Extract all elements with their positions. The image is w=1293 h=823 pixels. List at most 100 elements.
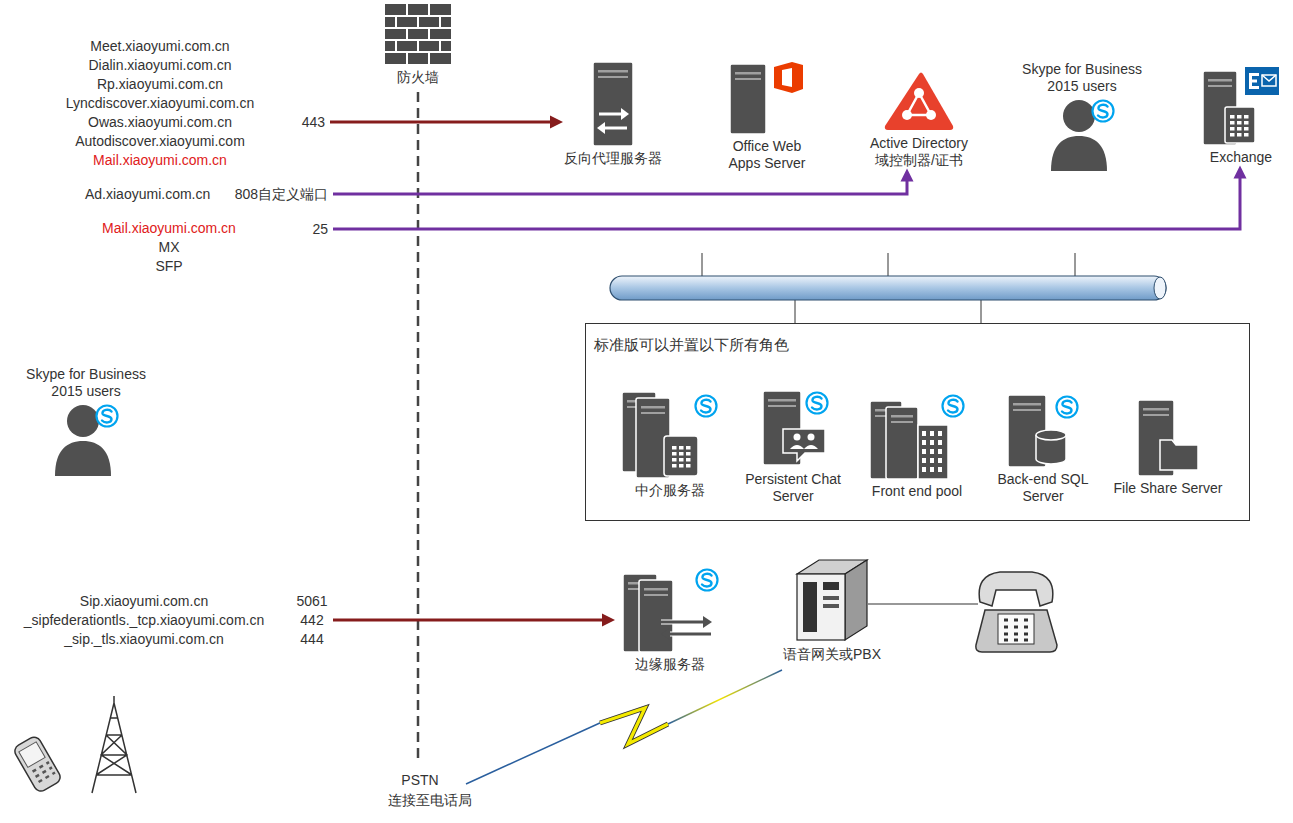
edge-server-icon xyxy=(697,569,718,590)
connector-line xyxy=(333,176,1240,230)
mediation-server-icon xyxy=(672,458,677,462)
user-figure-icon xyxy=(55,441,111,476)
edge-server-icon xyxy=(639,580,673,652)
user-figure-icon xyxy=(97,405,118,426)
mediation-server-icon xyxy=(686,464,691,468)
arrow-head xyxy=(1234,166,1247,179)
exchange-server-icon xyxy=(1249,73,1259,76)
network-bus xyxy=(610,276,1166,300)
port-number: 5061 xyxy=(292,592,332,611)
exchange-server-icon xyxy=(1230,127,1235,131)
sql-server-icon xyxy=(1062,401,1072,414)
front-end-pool-icon xyxy=(938,431,942,436)
edge-server-icon xyxy=(661,619,705,624)
user-figure: Skype for Business 2015 users xyxy=(16,366,156,480)
port-number: 442 xyxy=(292,611,332,630)
node-label: Active Directory 域控制器/证书 xyxy=(865,135,973,169)
node-label: 反向代理服务器 xyxy=(563,150,663,167)
active-directory: Active Directory 域控制器/证书 xyxy=(865,71,973,169)
user-figure-icon xyxy=(1051,136,1107,171)
pstn-lightning xyxy=(600,708,668,744)
voice-gateway-icon xyxy=(845,560,867,640)
node-label: MX xyxy=(60,238,278,257)
front-end-pool-icon xyxy=(930,449,934,454)
exchange-server-icon xyxy=(1237,127,1242,131)
connector xyxy=(333,166,1247,230)
node-label: Office Web Apps Server xyxy=(720,138,814,172)
file-share-server-icon xyxy=(1143,414,1169,416)
phone-wire xyxy=(868,603,978,604)
sql-server-icon xyxy=(1013,403,1041,406)
node-label: _sip._tls.xiaoyumi.com.cn xyxy=(10,630,278,649)
role-group-box: 标准版可以并置以下所有角色中介服务器Persistent Chat Server… xyxy=(585,323,1250,521)
mediation-server-icon xyxy=(696,396,717,417)
office-web-apps-server-icon xyxy=(730,62,804,134)
desk-phone xyxy=(976,572,1057,652)
front-end-pool-icon xyxy=(922,467,926,472)
front-end-pool-icon xyxy=(948,400,958,413)
arrow-head xyxy=(901,169,914,182)
node-label: 防火墙 xyxy=(377,69,459,86)
exchange-server-icon xyxy=(1244,127,1249,131)
mediation-server-icon xyxy=(622,392,718,478)
pstn-label: 连接至电话局 xyxy=(370,791,490,810)
sql-server-icon xyxy=(1036,430,1066,440)
port-number: 444 xyxy=(292,630,332,649)
mediation-server-icon xyxy=(672,464,677,468)
reverse-proxy-server-icon xyxy=(593,62,633,146)
port-label: 808自定义端口 xyxy=(235,185,328,204)
mobile-phone xyxy=(19,742,45,768)
mediation-server-icon xyxy=(679,464,684,468)
node-label: Mail.xiaoyumi.com.cn xyxy=(60,219,278,238)
node-label: 中介服务器 xyxy=(622,482,718,499)
edge-server-icon xyxy=(644,588,668,591)
persistent-chat-server-icon xyxy=(812,397,822,410)
persistent-chat-server-icon xyxy=(807,393,828,414)
front-end-pool: Front end pool xyxy=(867,393,967,500)
firewall-icon xyxy=(385,4,451,64)
exchange-server-icon xyxy=(1249,79,1257,82)
exchange-server-icon xyxy=(1244,115,1249,119)
mediation-server-icon xyxy=(641,412,665,414)
firewall-icon xyxy=(385,3,451,65)
reverse-proxy-server-icon xyxy=(605,127,627,130)
node-label: _sipfederationtls._tcp.xiaoyumi.com.cn xyxy=(10,611,278,630)
mediation-server-icon xyxy=(701,400,711,413)
edge-server-icon xyxy=(661,620,705,623)
front-end-pool-icon xyxy=(938,458,942,463)
reverse-proxy-server-icon xyxy=(598,76,628,78)
node-label: SFP xyxy=(60,257,278,276)
port-label: 25 xyxy=(312,220,328,239)
node-label: Back-end SQL Server xyxy=(994,471,1092,505)
front-end-pool-icon xyxy=(868,393,966,479)
front-end-pool-icon xyxy=(922,431,926,436)
exchange-server-icon xyxy=(1237,133,1242,137)
active-directory-icon xyxy=(926,110,936,120)
connector-line xyxy=(333,619,605,622)
mobile-phone xyxy=(12,735,62,794)
user-figure-icon xyxy=(1093,100,1114,121)
user-figure-icon xyxy=(53,404,119,476)
node-label: Skype for Business 2015 users xyxy=(1012,61,1152,95)
node-label: Meet.xiaoyumi.com.cn xyxy=(55,37,265,56)
front-end-pool-icon xyxy=(886,407,918,479)
persistent-chat-server-icon xyxy=(790,445,804,449)
persistent-chat-server-icon xyxy=(783,429,825,461)
pstn-lightning xyxy=(466,670,782,784)
domain-list: Mail.xiaoyumi.com.cnMXSFP xyxy=(60,219,333,276)
user-figure-icon xyxy=(1049,99,1115,171)
front-end-pool-icon xyxy=(930,440,934,445)
office-web-apps-server-icon xyxy=(735,72,761,75)
desk-phone xyxy=(998,614,1034,644)
user-figure-icon xyxy=(1098,104,1108,117)
mediation-server-icon xyxy=(664,436,698,476)
desk-phone xyxy=(1004,620,1028,640)
reverse-proxy-server-icon xyxy=(597,122,605,134)
mediation-server-icon xyxy=(679,452,684,456)
persistent-chat-server-icon xyxy=(808,434,815,441)
node-label: 语音网关或PBX xyxy=(777,646,887,663)
file-share-server: File Share Server xyxy=(1108,400,1228,497)
file-share-server-icon xyxy=(1143,408,1169,411)
front-end-pool-icon xyxy=(922,440,926,445)
mediation-server-icon xyxy=(622,392,718,478)
